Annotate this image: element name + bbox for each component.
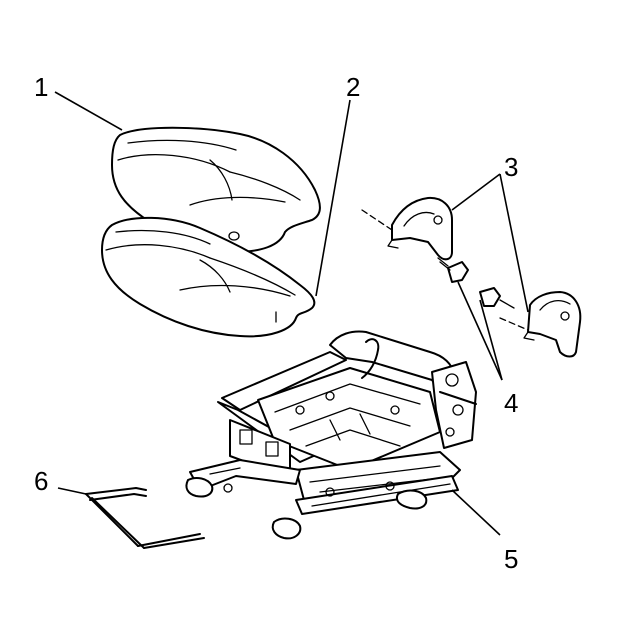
trim-cover-upper bbox=[387, 196, 453, 261]
seat-adjuster-frame bbox=[185, 330, 477, 540]
callout-3: 3 bbox=[504, 152, 518, 182]
bolt-upper bbox=[437, 257, 469, 283]
callout-4: 4 bbox=[504, 388, 518, 418]
leader-lines bbox=[54, 91, 529, 536]
seat-cushion-pad bbox=[101, 216, 316, 338]
callout-5: 5 bbox=[504, 544, 518, 574]
callout-6: 6 bbox=[34, 466, 48, 496]
trim-cover-lower bbox=[523, 291, 582, 358]
callout-1: 1 bbox=[34, 72, 48, 102]
bolt-lower bbox=[479, 287, 515, 309]
callout-2: 2 bbox=[346, 72, 360, 102]
adjuster-wire bbox=[85, 487, 205, 549]
